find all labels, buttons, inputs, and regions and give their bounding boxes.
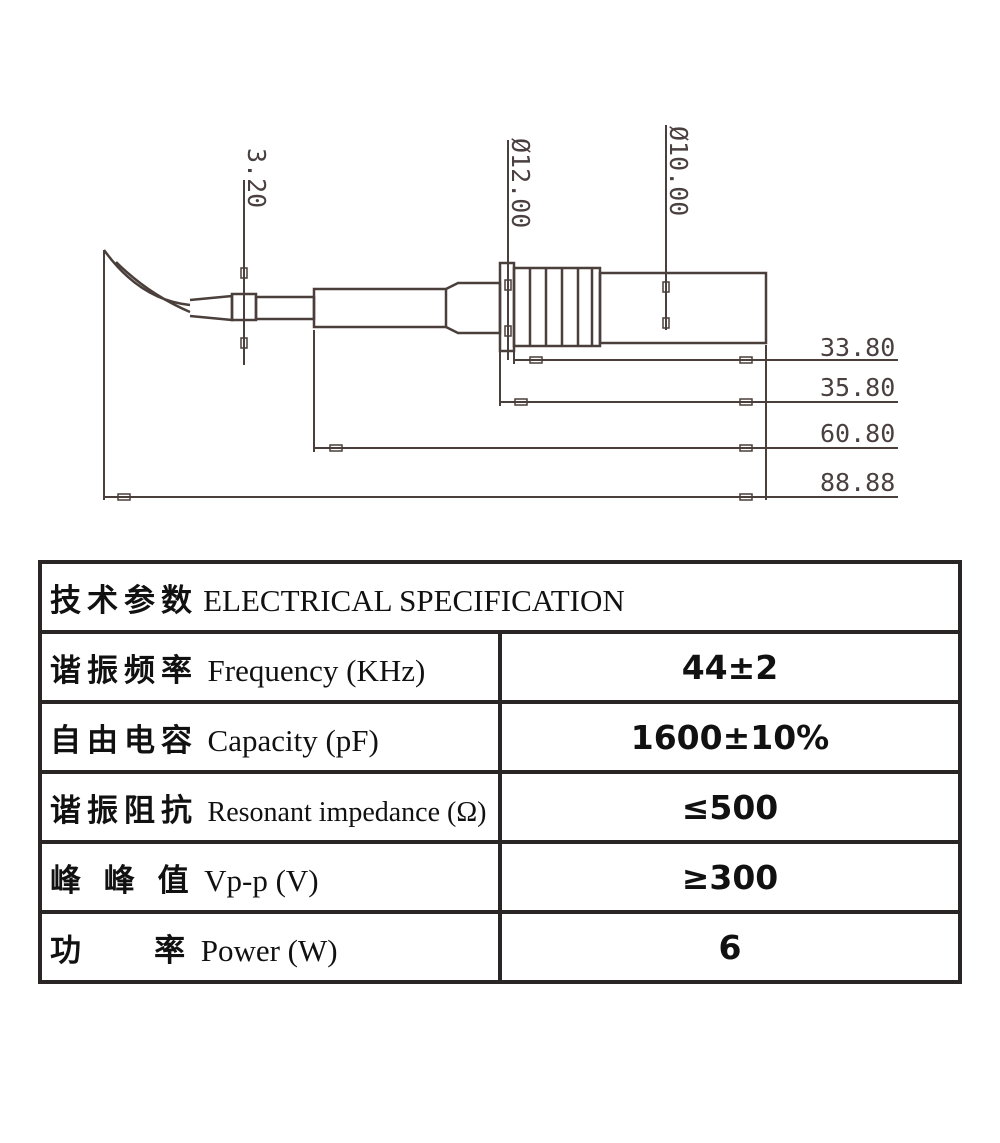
spec-label: 谐振阻抗 Resonant impedance (Ω) [38,770,502,844]
spec-header-zh: 技术参数 [50,582,198,619]
dimension-tip-diameter: 3.20 [242,148,271,208]
spec-label-zh: 功 率 [50,932,192,969]
spec-row-power: 功 率 Power (W) 6 [38,910,962,984]
spec-label: 谐振频率 Frequency (KHz) [38,630,502,704]
spec-row-capacity: 自由电容 Capacity (pF) 1600±10% [38,700,962,774]
technical-drawing: 3.20 Ø12.00 Ø10.00 33.80 35.80 60.80 88.… [102,125,898,501]
spec-header: 技术参数 ELECTRICAL SPECIFICATION [38,560,962,634]
spec-label-en: Power (W) [200,932,338,968]
dimension-length-1: 33.80 [820,333,895,362]
dimension-length-2: 35.80 [820,373,895,402]
spec-header-row: 技术参数 ELECTRICAL SPECIFICATION [38,560,962,634]
spec-label-zh: 谐振频率 [50,652,198,689]
spec-row-impedance: 谐振阻抗 Resonant impedance (Ω) ≤500 [38,770,962,844]
spec-label-zh: 谐振阻抗 [50,792,198,829]
spec-label-en: Resonant impedance (Ω) [207,796,487,828]
spec-value: ≥300 [498,840,962,914]
spec-label: 功 率 Power (W) [38,910,502,984]
horizontal-dimension-lines [103,250,898,500]
electrical-specification-table: 技术参数 ELECTRICAL SPECIFICATION 谐振频率 Frequ… [38,560,962,984]
spec-label-zh: 自由电容 [50,722,198,759]
dimension-length-total: 88.88 [820,468,895,497]
dimension-ticks-vertical [240,267,670,349]
vertical-dimension-lines [243,125,667,365]
spec-value: ≤500 [498,770,962,844]
spec-row-vpp: 峰 峰 值 Vp-p (V) ≥300 [38,840,962,914]
dimension-body-diameter: Ø10.00 [664,126,693,216]
dimension-flange-diameter: Ø12.00 [506,138,535,228]
spec-label-en: Capacity (pF) [207,722,379,758]
dimension-ticks-horizontal [117,356,753,501]
spec-label-en: Vp-p (V) [204,862,319,898]
transducer-outline [102,249,768,353]
spec-value: 44±2 [498,630,962,704]
spec-value: 1600±10% [498,700,962,774]
dimension-length-3: 60.80 [820,419,895,448]
spec-row-frequency: 谐振频率 Frequency (KHz) 44±2 [38,630,962,704]
spec-header-en: ELECTRICAL SPECIFICATION [203,582,625,618]
spec-label-en: Frequency (KHz) [207,652,426,688]
spec-label: 自由电容 Capacity (pF) [38,700,502,774]
spec-label: 峰 峰 值 Vp-p (V) [38,840,502,914]
spec-value: 6 [498,910,962,984]
spec-label-zh: 峰 峰 值 [50,862,195,899]
